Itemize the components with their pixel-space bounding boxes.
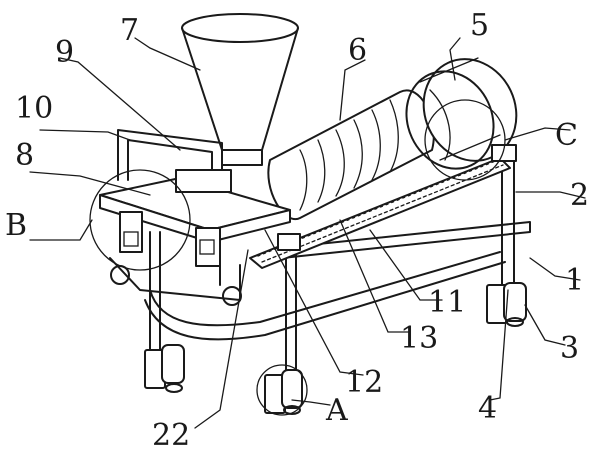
- caster-wheel-right: [486, 282, 527, 327]
- label-A: A: [325, 393, 348, 428]
- label-12: 12: [345, 365, 383, 400]
- feed-hopper: [181, 13, 299, 166]
- label-1: 1: [565, 263, 584, 298]
- label-13: 13: [400, 321, 438, 356]
- caster-wheel-left: [144, 344, 185, 393]
- label-9: 9: [55, 35, 74, 70]
- label-10: 10: [15, 91, 53, 126]
- cart-frame: [109, 157, 531, 396]
- label-22: 22: [152, 418, 190, 453]
- motor-housing: [99, 129, 291, 267]
- label-3: 3: [560, 331, 579, 366]
- label-7: 7: [120, 13, 139, 48]
- leader-lines: [29, 37, 586, 429]
- detail-circle-b: [89, 169, 191, 271]
- label-8: 8: [15, 138, 34, 173]
- caster-wheel-mid: [264, 369, 303, 415]
- support-blocks: [277, 144, 517, 251]
- part-labels: 7 9 10 8 B 6 5 C 2 1 3 4 11 13 12 22 A: [5, 8, 589, 453]
- label-11: 11: [428, 285, 466, 320]
- label-4: 4: [478, 391, 497, 426]
- screw-conveyor-tube: [267, 89, 435, 221]
- label-2: 2: [570, 178, 589, 213]
- label-B: B: [5, 208, 27, 243]
- label-6: 6: [348, 33, 367, 68]
- detail-circle-a: [256, 364, 308, 416]
- label-5: 5: [470, 8, 489, 43]
- label-C: C: [555, 118, 578, 153]
